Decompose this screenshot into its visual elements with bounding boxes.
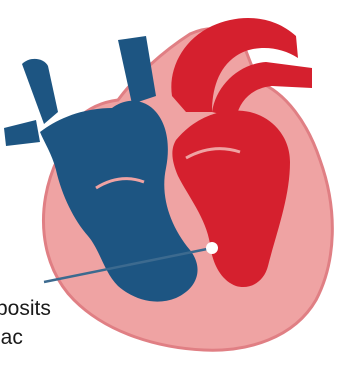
pointer-dot (206, 242, 218, 254)
right-vessel-side (4, 120, 40, 146)
callout-label-line-2: iac (0, 326, 23, 350)
callout-label-line-1: posits (0, 297, 51, 321)
right-vessel-left (22, 59, 58, 124)
